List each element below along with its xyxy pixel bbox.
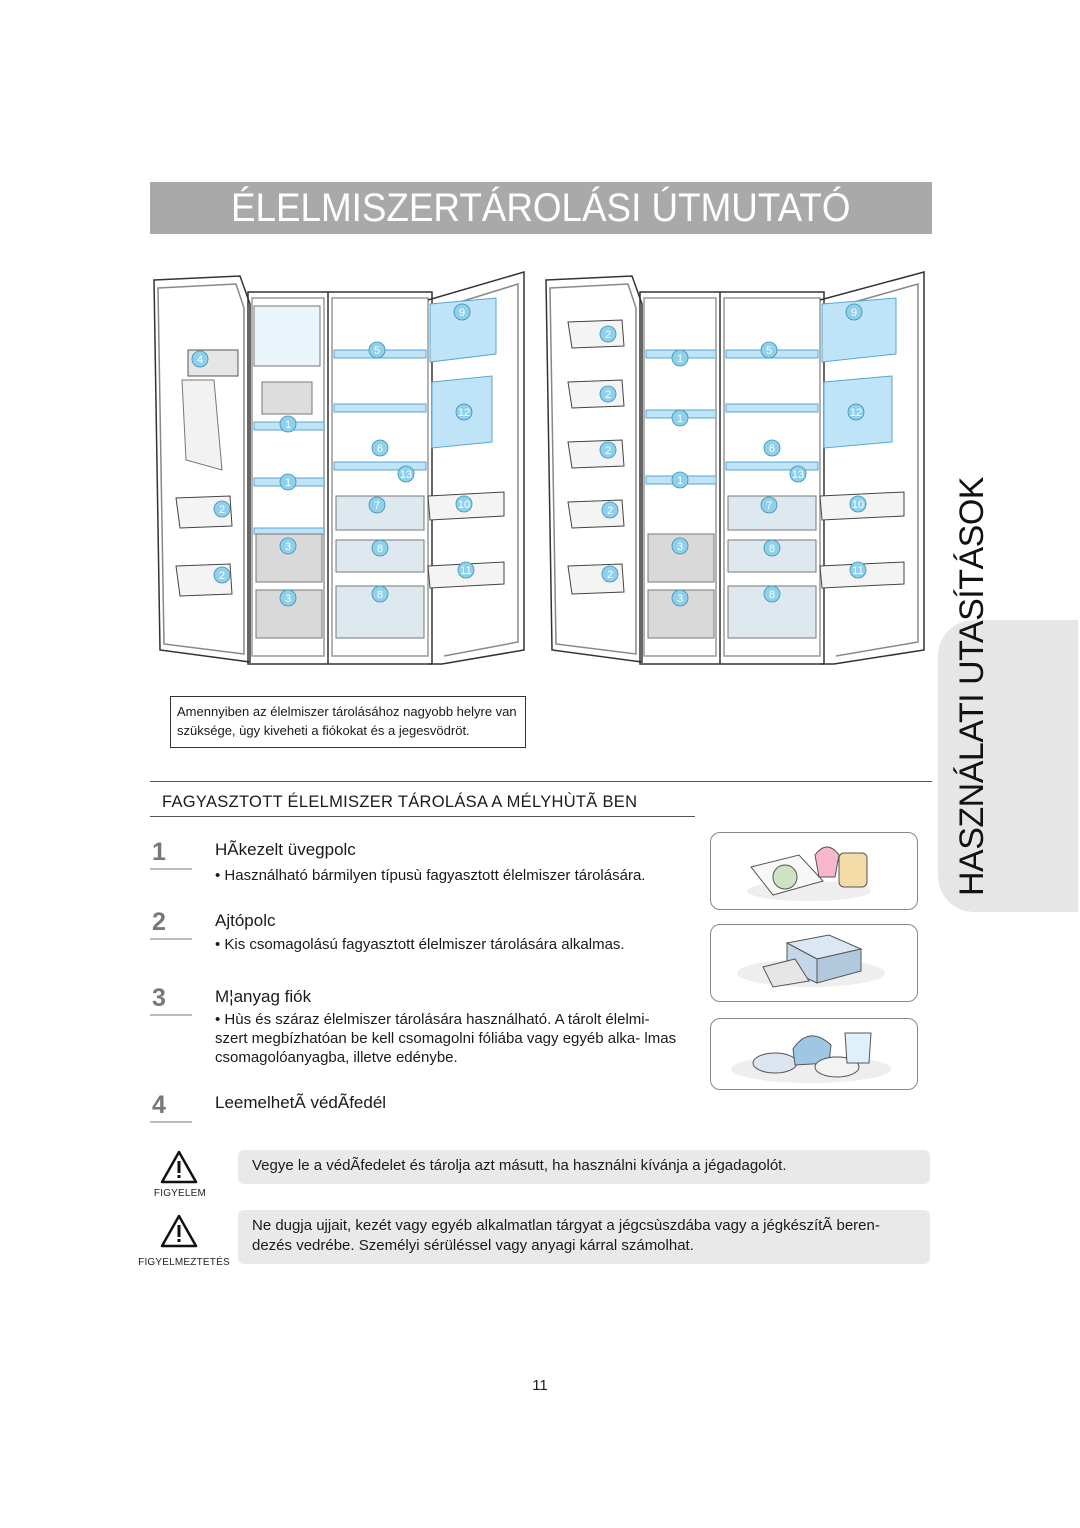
diagram-label: 11 bbox=[460, 565, 471, 577]
diagram-label: 2 bbox=[605, 445, 611, 457]
diagram-label: 9 bbox=[459, 307, 465, 319]
diagram-label: 5 bbox=[374, 345, 380, 357]
diagram-label: 13 bbox=[792, 469, 804, 481]
warning-triangle-icon bbox=[160, 1150, 198, 1184]
diagram-label: 3 bbox=[677, 541, 683, 553]
page-number: 11 bbox=[532, 1377, 548, 1394]
diagram-label: 8 bbox=[769, 543, 775, 555]
diagram-label: 8 bbox=[769, 589, 775, 601]
fridge-diagram-without-dispenser: 2 2 2 2 2 1 1 1 3 3 5 6 7 8 8 9 12 13 10… bbox=[545, 271, 925, 665]
diagram-label: 9 bbox=[851, 307, 857, 319]
page-title: ÉLELMISZERTÁROLÁSI ÚTMUTATÓ bbox=[231, 185, 851, 230]
meat-package-photo bbox=[710, 1018, 918, 1090]
diagram-label: 1 bbox=[285, 419, 291, 431]
diagram-label: 10 bbox=[458, 499, 470, 511]
item-number: 2 bbox=[150, 908, 192, 940]
divider bbox=[150, 816, 695, 817]
diagram-label: 7 bbox=[374, 500, 380, 512]
caution-label: FIGYELEM bbox=[153, 1188, 207, 1199]
diagram-label: 1 bbox=[677, 475, 683, 487]
diagram-label: 1 bbox=[677, 353, 683, 365]
item-number: 4 bbox=[150, 1091, 192, 1123]
diagram-label: 2 bbox=[219, 570, 225, 582]
frozen-food-photo bbox=[710, 832, 918, 910]
warning-label: FIGYELMEZTETÉS bbox=[138, 1257, 230, 1268]
item-title: LeemelhetÃ védÃfedél bbox=[215, 1093, 387, 1112]
fridge-diagram-with-dispenser: 4 1 1 2 2 3 3 5 6 7 8 8 9 12 13 10 11 bbox=[153, 271, 525, 665]
item-title: HÃkezelt üvegpolc bbox=[215, 840, 356, 859]
diagram-label: 8 bbox=[377, 589, 383, 601]
diagram-label: 13 bbox=[400, 469, 412, 481]
diagram-label: 1 bbox=[677, 413, 683, 425]
diagram-label: 10 bbox=[852, 499, 864, 511]
diagram-label: 3 bbox=[285, 541, 291, 553]
side-tab bbox=[938, 620, 1078, 912]
diagram-label: 2 bbox=[605, 389, 611, 401]
diagram-label: 8 bbox=[377, 543, 383, 555]
warning-notice: Ne dugja ujjait, kezét vagy egyéb alkalm… bbox=[238, 1210, 930, 1264]
diagram-label: 12 bbox=[850, 407, 862, 419]
diagram-label: 2 bbox=[605, 329, 611, 341]
diagram-label: 2 bbox=[607, 569, 613, 581]
item-text: • Kis csomagolású fagyasztott élelmiszer… bbox=[215, 936, 625, 953]
diagram-label: 11 bbox=[852, 565, 863, 577]
diagram-label: 6 bbox=[377, 443, 383, 455]
diagram-label: 2 bbox=[607, 505, 613, 517]
divider bbox=[150, 781, 932, 782]
diagram-label: 4 bbox=[197, 354, 203, 366]
small-packages-photo bbox=[710, 924, 918, 1002]
diagram-label: 2 bbox=[219, 504, 225, 516]
item-number: 1 bbox=[150, 838, 192, 870]
item-title: M¦anyag fiók bbox=[215, 987, 312, 1006]
side-tab-label: HASZNÁLATI UTASÍTÁSOK bbox=[953, 477, 991, 896]
caution-notice: Vegye le a védÃfedelet és tárolja azt má… bbox=[238, 1150, 930, 1184]
item-text: • Hùs és száraz élelmiszer tárolására ha… bbox=[215, 1011, 677, 1066]
section-title: FAGYASZTOTT ÉLELMISZER TÁROLÁSA A MÉLYHÙ… bbox=[162, 793, 638, 811]
item-title: Ajtópolc bbox=[215, 911, 276, 930]
diagram-label: 6 bbox=[769, 443, 775, 455]
diagram-label: 7 bbox=[766, 500, 772, 512]
diagram-label: 3 bbox=[285, 593, 291, 605]
diagram-label: 1 bbox=[285, 477, 291, 489]
diagram-label: 12 bbox=[458, 407, 470, 419]
warning-triangle-icon bbox=[160, 1214, 198, 1248]
item-number: 3 bbox=[150, 984, 192, 1016]
diagram-label: 3 bbox=[677, 593, 683, 605]
diagram-callout: Amennyiben az élelmiszer tárolásához nag… bbox=[170, 696, 526, 748]
item-text: • Használható bármilyen típusù fagyaszto… bbox=[215, 867, 646, 884]
page-title-bar: ÉLELMISZERTÁROLÁSI ÚTMUTATÓ bbox=[150, 182, 932, 234]
diagram-label: 5 bbox=[766, 345, 772, 357]
